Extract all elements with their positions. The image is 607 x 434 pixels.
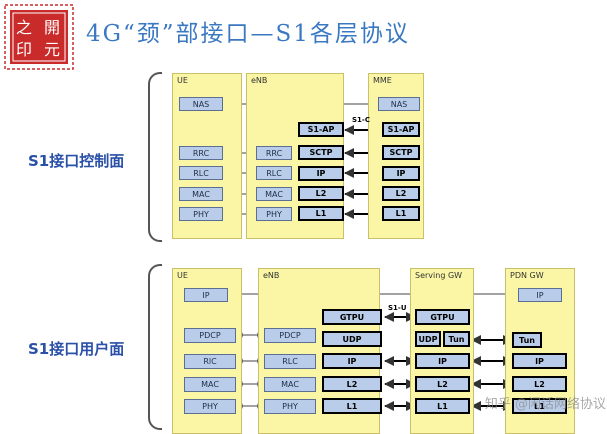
up-enb-l1: L1	[322, 398, 382, 414]
up-enb-phy: PHY	[264, 399, 316, 414]
cp-enb-sctp: SCTP	[298, 145, 344, 160]
cp-enb-rlc: RLC	[256, 166, 292, 180]
svg-text:開: 開	[44, 18, 60, 37]
cp-enb-title: eNB	[251, 76, 268, 85]
up-sgw-l1: L1	[415, 398, 470, 414]
up-enb-udp: UDP	[322, 331, 382, 347]
up-ue-phy: PHY	[184, 399, 236, 414]
cp-enb-l1: L1	[298, 206, 344, 221]
watermark: 知乎 @闲话网络协议	[484, 397, 606, 412]
up-pgw-ip-top: IP	[518, 288, 562, 302]
up-enb-pdcp: PDCP	[264, 328, 316, 343]
cp-mme-nas: NAS	[378, 97, 420, 111]
cp-enb-ip: IP	[298, 166, 344, 181]
cp-mme-sctp: SCTP	[382, 145, 420, 160]
logo-seal: 之 開 印 元	[4, 4, 74, 70]
up-sgw-gtpu: GTPU	[415, 309, 470, 325]
up-sgw-udp: UDP	[415, 331, 441, 347]
cp-enb-l2: L2	[298, 186, 344, 201]
up-enb-ip: IP	[322, 353, 382, 369]
up-enb-rlc: RLC	[264, 354, 316, 369]
up-enb-title: eNB	[263, 271, 280, 280]
svg-text:之: 之	[16, 18, 32, 37]
up-enb-mac: MAC	[264, 377, 316, 392]
page-title: 4G“颈”部接口—S1各层协议	[86, 21, 410, 47]
control-plane-label: S1接口控制面	[28, 152, 125, 170]
control-plane-bracket	[148, 72, 162, 242]
cp-mme-l2: L2	[382, 186, 420, 201]
up-sgw-tun: Tun	[443, 331, 470, 347]
cp-enb-s1ap: S1-AP	[298, 122, 344, 137]
cp-enb-rrc: RRC	[256, 146, 292, 160]
up-enb-l2: L2	[322, 376, 382, 392]
up-ue-title: UE	[177, 271, 188, 280]
cp-ue-nas: NAS	[179, 97, 223, 111]
user-plane-bracket	[148, 264, 162, 430]
up-ue-ip: IP	[184, 288, 228, 302]
cp-mme-title: MME	[373, 76, 392, 85]
up-pgw-tun: Tun	[512, 332, 542, 348]
svg-text:印: 印	[16, 40, 32, 59]
up-ue-rlc: RlC	[184, 354, 236, 369]
up-sgw-l2: L2	[415, 376, 470, 392]
cp-ue-title: UE	[177, 76, 188, 85]
user-plane-label: S1接口用户面	[28, 340, 125, 358]
s1u-label: S1-U	[388, 304, 407, 312]
up-enb-gtpu: GTPU	[322, 309, 382, 325]
up-pgw-l1: L1	[512, 398, 567, 414]
cp-mme-ip: IP	[382, 166, 420, 181]
cp-ue-rrc: RRC	[179, 146, 223, 160]
up-ue-pdcp: PDCP	[184, 328, 236, 343]
up-pgw-ip: IP	[512, 353, 567, 369]
up-sgw-title: Serving GW	[415, 271, 463, 280]
cp-ue-rlc: RLC	[179, 166, 223, 180]
cp-mme-s1ap: S1-AP	[382, 122, 420, 137]
cp-ue-mac: MAC	[179, 187, 223, 201]
s1c-label: S1-C	[352, 116, 370, 124]
up-pgw-title: PDN GW	[510, 271, 544, 280]
up-pgw-l2: L2	[512, 376, 567, 392]
cp-enb-mac: MAC	[256, 187, 292, 201]
cp-ue-phy: PHY	[179, 207, 223, 221]
svg-text:元: 元	[44, 40, 60, 59]
cp-mme-l1: L1	[382, 206, 420, 221]
up-ue-mac: MAC	[184, 377, 236, 392]
up-sgw-ip: IP	[415, 353, 470, 369]
cp-enb-phy: PHY	[256, 207, 292, 221]
